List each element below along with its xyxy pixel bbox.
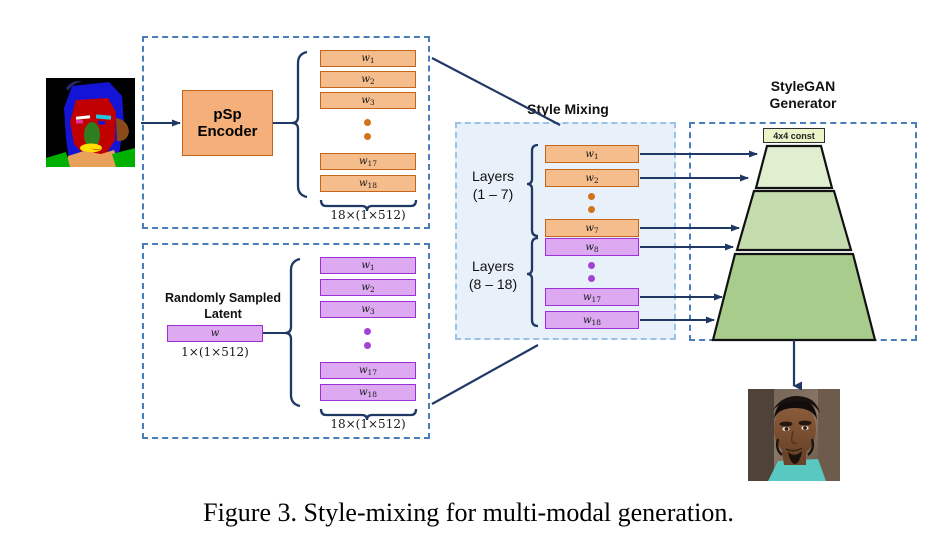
encoder-latent-w18[interactable]: w18 xyxy=(320,175,416,192)
encoder-latent-w2-label: w2 xyxy=(361,74,375,86)
semantic-segmentation-map xyxy=(46,78,135,167)
style-mixing-purple-dot-1 xyxy=(588,262,595,269)
encoder-latent-w3[interactable]: w3 xyxy=(320,92,416,109)
random-branch-w3-label: w3 xyxy=(361,304,375,316)
generated-face-photo xyxy=(748,389,840,481)
encoder-latent-w3-label: w3 xyxy=(361,95,375,107)
randomly-sampled-latent-title: Randomly Sampled Latent xyxy=(165,291,281,321)
encoder-latent-w1[interactable]: w1 xyxy=(320,50,416,67)
psp-encoder-label: pSp Encoder xyxy=(197,105,258,140)
random-branch-w17-label: w17 xyxy=(358,365,378,377)
encoder-ellipsis-dot-1 xyxy=(364,119,371,126)
random-branch-ellipsis-dot-2 xyxy=(364,342,371,349)
random-latent-w[interactable]: w xyxy=(167,325,263,342)
const-input-label: 4x4 const xyxy=(773,130,815,141)
random-branch-ellipsis-dot-1 xyxy=(364,328,371,335)
style-mixing-w1[interactable]: w1 xyxy=(545,145,639,163)
style-mixing-w1-label: w1 xyxy=(585,148,599,161)
random-branch-w17[interactable]: w17 xyxy=(320,362,416,379)
encoder-branch-container xyxy=(142,36,430,229)
stylegan-generator-container xyxy=(689,122,917,341)
random-branch-w2[interactable]: w2 xyxy=(320,279,416,296)
style-mixing-w18-label: w18 xyxy=(582,314,602,327)
random-branch-w2-label: w2 xyxy=(361,282,375,294)
encoder-latent-w18-label: w18 xyxy=(358,178,378,190)
random-latent-dimension-label: 1×(1×512) xyxy=(181,345,249,359)
style-mixing-w17-label: w17 xyxy=(582,291,602,304)
style-mixing-w17[interactable]: w17 xyxy=(545,288,639,306)
style-mixing-orange-dot-1 xyxy=(588,193,595,200)
encoder-ellipsis-dot-2 xyxy=(364,133,371,140)
random-latent-branch-container xyxy=(142,243,430,439)
style-mixing-title: Style Mixing xyxy=(527,101,609,117)
style-mixing-w7-label: w7 xyxy=(585,222,599,235)
random-branch-w3[interactable]: w3 xyxy=(320,301,416,318)
style-mixing-w8-label: w8 xyxy=(585,241,599,254)
encoder-latent-w2[interactable]: w2 xyxy=(320,71,416,88)
style-mixing-purple-dot-2 xyxy=(588,275,595,282)
random-latent-w-label: w xyxy=(210,328,220,339)
stylegan-generator-title: StyleGAN Generator xyxy=(769,78,837,111)
psp-encoder-block[interactable]: pSp Encoder xyxy=(182,90,273,156)
encoder-latent-w17[interactable]: w17 xyxy=(320,153,416,170)
layers-1-7-label: Layers (1 – 7) xyxy=(471,168,515,202)
style-mixing-w18[interactable]: w18 xyxy=(545,311,639,329)
style-mixing-w8[interactable]: w8 xyxy=(545,238,639,256)
random-branch-dimension-label: 18×(1×512) xyxy=(330,417,406,431)
random-branch-w18-label: w18 xyxy=(358,387,378,399)
random-branch-w18[interactable]: w18 xyxy=(320,384,416,401)
layers-8-18-label: Layers (8 – 18) xyxy=(468,258,518,292)
encoder-dimension-label: 18×(1×512) xyxy=(330,208,406,222)
style-mixing-w2[interactable]: w2 xyxy=(545,169,639,187)
style-mixing-orange-dot-2 xyxy=(588,206,595,213)
style-mixing-w7[interactable]: w7 xyxy=(545,219,639,237)
random-branch-w1-label: w1 xyxy=(361,260,375,272)
random-branch-w1[interactable]: w1 xyxy=(320,257,416,274)
const-input-block: 4x4 const xyxy=(763,128,825,143)
figure-caption: Figure 3. Style-mixing for multi-modal g… xyxy=(203,498,734,527)
style-mixing-w2-label: w2 xyxy=(585,172,599,185)
encoder-latent-w1-label: w1 xyxy=(361,53,375,65)
encoder-latent-w17-label: w17 xyxy=(358,156,378,168)
